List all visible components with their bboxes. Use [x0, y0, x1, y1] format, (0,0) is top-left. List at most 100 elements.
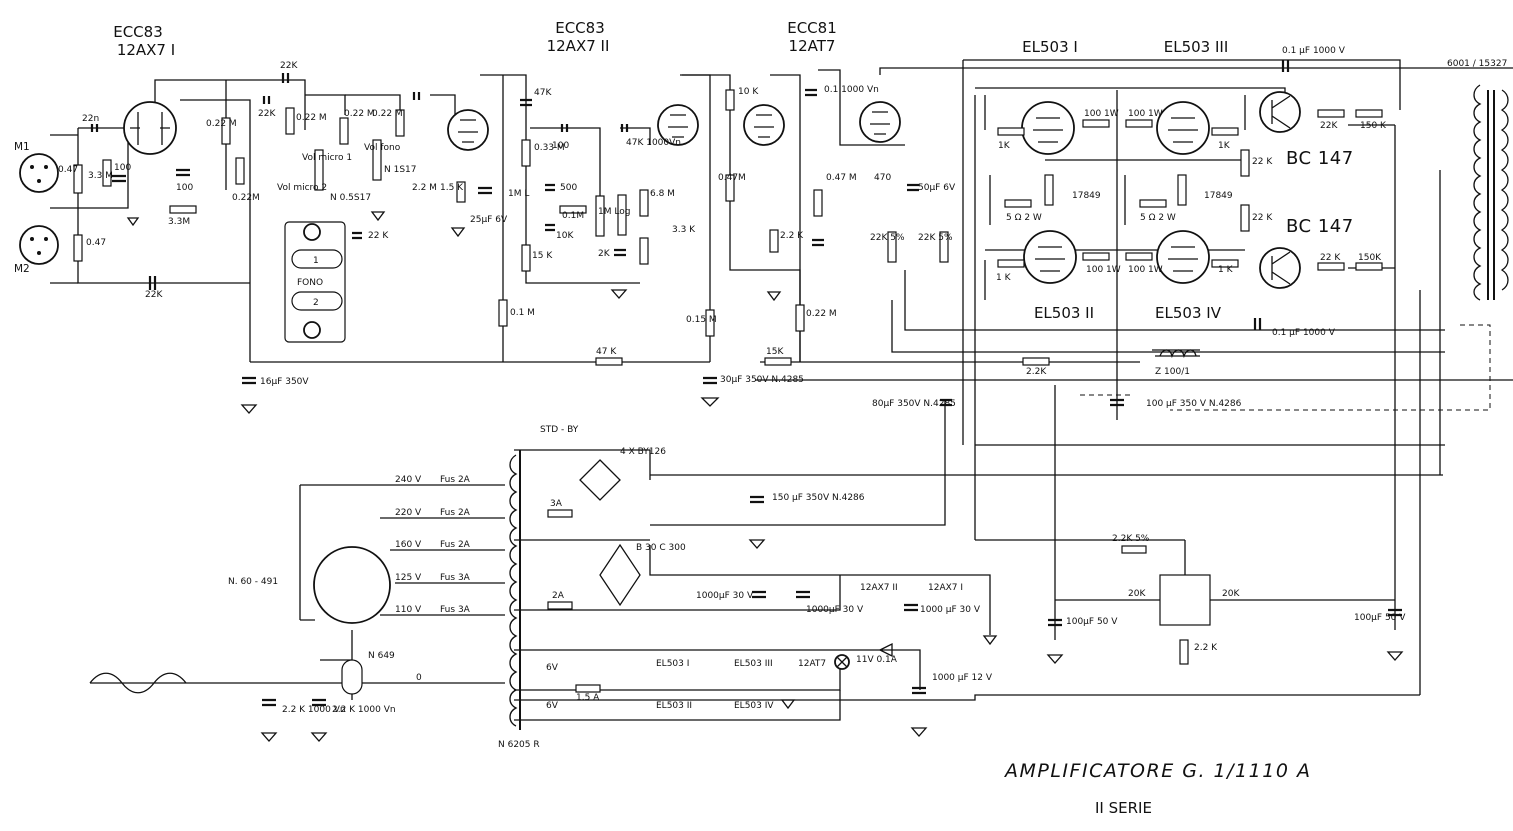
drv-r1ml: 1M L [508, 189, 529, 199]
out-r150ka: 150 K [1360, 121, 1387, 131]
psu-fus240: Fus 2A [440, 475, 471, 485]
psu-fus125: Fus 3A [440, 573, 471, 583]
out-r1kd: 1 K [1218, 265, 1234, 275]
driver-components [498, 88, 1124, 407]
output-transformer [1473, 84, 1509, 301]
psu-fus160: Fus 2A [440, 540, 471, 550]
drv-c80uf: 80µF 350V N.4285 [872, 399, 956, 409]
drv-r68m: 6.8 M [650, 189, 675, 199]
fono-2-label: 2 [313, 298, 319, 308]
v3-sub-label: 12AT7 [789, 37, 836, 55]
drv-c47k: 47K 1000Vn [626, 138, 681, 148]
out-r1ka: 1K [998, 141, 1011, 151]
out-r22kd: 22 K [1320, 253, 1341, 263]
psu-c100uf-b: 100µF 50 V [1354, 613, 1406, 623]
drv-r47k: 47K [534, 88, 552, 98]
out-r100c: 100 1W [1086, 265, 1121, 275]
v1-type-label: ECC83 [113, 23, 163, 41]
out-r1kc: 1 K [996, 273, 1012, 283]
drv-r33k: 3.3 K [672, 225, 696, 235]
psu-r20kb: 20K [1222, 589, 1240, 599]
out-r150kb: 150K [1358, 253, 1382, 263]
tube-v3b [859, 101, 901, 143]
mic1-connector [19, 153, 59, 193]
pre-r22m: 2.2 M [412, 183, 437, 193]
tube-v1 [123, 101, 177, 155]
out-c01uf-top: 0.1 µF 1000 V [1282, 46, 1346, 56]
mic2-connector [19, 225, 59, 265]
pre-r022m-c: 0.22 M [296, 113, 327, 123]
drv-c500: 500 [560, 183, 577, 193]
fono-label: FONO [297, 278, 323, 288]
drv-r015m: 0.15 M [686, 315, 717, 325]
pre-vol-micro1: Vol micro 1 [302, 153, 352, 163]
tube-v2b [657, 104, 699, 146]
drv-c01: 0.1 1000 Vn [824, 85, 879, 95]
mic2-label: M2 [14, 263, 30, 275]
out-r100b: 100 1W [1128, 109, 1163, 119]
out-r22kb: 22 K [1252, 157, 1273, 167]
drv-r047m: 0.47M [718, 173, 746, 183]
psu-standby: STD - BY [540, 425, 579, 435]
psu-c1000a: 1000µF 30 V [696, 591, 754, 601]
out-diode-b: 17849 [1204, 191, 1233, 201]
preamp-components [73, 73, 492, 385]
psu-h-el503-i: EL503 I [656, 659, 689, 669]
drv-r15kb: 15K [766, 347, 784, 357]
v1-sub-label: 12AX7 I [117, 41, 175, 59]
drv-r01m: 0.1M [562, 211, 584, 221]
pre-vol-micro2: Vol micro 2 [277, 183, 327, 193]
pre-c22k-top: 22K [280, 61, 298, 71]
psu-fus220: Fus 2A [440, 508, 471, 518]
pre-c22n: 22n [82, 114, 99, 124]
psu-selector: N. 60 - 491 [228, 577, 278, 587]
out-diode-a: 17849 [1072, 191, 1101, 201]
fono-1-label: 1 [313, 256, 319, 266]
drv-c30uf: 30µF 350V N.4285 [720, 375, 804, 385]
power-supply-components [89, 450, 1402, 730]
psu-tap240: 240 V [395, 475, 422, 485]
psu-tap160: 160 V [395, 540, 422, 550]
psu-c1000b: 1000µF 30 V [806, 605, 864, 615]
out-r22kc: 22 K [1252, 213, 1273, 223]
output-components [989, 60, 1383, 366]
drv-c50uf: 50µF 6V [918, 183, 956, 193]
out-r22ka: 22K [1320, 121, 1338, 131]
psu-h-el503-ii: EL503 II [656, 701, 692, 711]
drv-r1mlog: 1M Log [598, 207, 630, 217]
pre-r022m-d: 0.22 M [344, 109, 375, 119]
psu-bridge1: 4 X BY126 [620, 447, 666, 457]
pre-c100b: 100 [176, 183, 193, 193]
psu-transformer: N 6205 R [498, 740, 540, 750]
bc147-top-label: BC 147 [1286, 148, 1354, 169]
out-choke: Z 100/1 [1155, 367, 1190, 377]
psu-c150uf: 150 µF 350V N.4286 [772, 493, 865, 503]
pre-r022m-b: 0.22M [232, 193, 260, 203]
power-tube-2 [1023, 230, 1077, 284]
psu-v6a: 6V [546, 663, 559, 673]
drv-r22k5b: 22K 5% [918, 233, 953, 243]
psu-lamp: 11V 0.1A [856, 655, 898, 665]
pre-c22k-bottom: 22K [145, 290, 163, 300]
pre-c100a: 100 [114, 163, 131, 173]
psu-h-el503-iii: EL503 III [734, 659, 773, 669]
psu-r22k5pct: 2.2K 5% [1112, 534, 1150, 544]
el503-1-label: EL503 I [1022, 38, 1078, 56]
amplifier-title: AMPLIFICATORE G. 1/1110 A [1003, 760, 1311, 782]
psu-v6b: 6V [546, 701, 559, 711]
psu-bridge2: B 30 C 300 [636, 543, 686, 553]
out-c01uf-bot: 0.1 µF 1000 V [1272, 328, 1336, 338]
psu-n649: N 649 [368, 651, 395, 661]
drv-r47kb: 47 K [596, 347, 617, 357]
v3-type-label: ECC81 [787, 19, 837, 37]
out-r5a: 5 Ω 2 W [1006, 213, 1042, 223]
pre-r15k: 1.5 K [440, 183, 464, 193]
output-transformer-label: 6001 / 15327 [1447, 59, 1507, 69]
drv-c100: 100 [552, 141, 569, 151]
pre-r33mb: 3.3M [168, 217, 190, 227]
out-r22ke: 2.2K [1026, 367, 1047, 377]
psu-h-el503-iv: EL503 IV [734, 701, 774, 711]
pre-n1s17: N 1S17 [384, 165, 416, 175]
power-tube-3 [1156, 101, 1210, 155]
